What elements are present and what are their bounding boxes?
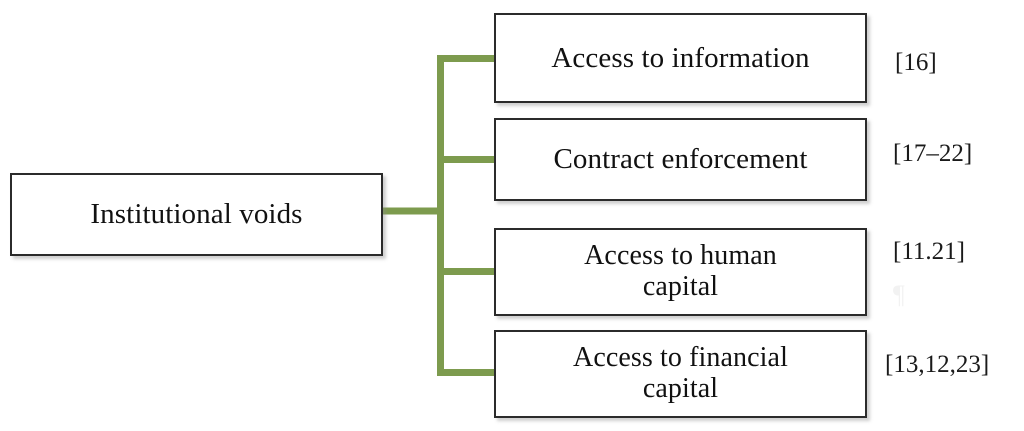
node-access-to-human-capital: Access to human capital [494, 228, 867, 316]
citation-ref-contract-enforcement: [17–22] [893, 140, 973, 167]
citation-ref-access-to-information: [16] [895, 49, 937, 76]
node-leaf-1-label: Contract enforcement [553, 143, 808, 176]
node-leaf-2-label: Access to human capital [584, 240, 777, 302]
node-access-to-information: Access to information [494, 13, 867, 103]
node-institutional-voids: Institutional voids [10, 173, 383, 256]
node-leaf-0-label: Access to information [551, 41, 810, 74]
node-contract-enforcement: Contract enforcement [494, 118, 867, 201]
citation-ref-access-to-human-capital: [11.21] [893, 238, 965, 265]
pilcrow-icon: ¶ [893, 280, 905, 309]
node-leaf-3-label: Access to financial capital [573, 342, 788, 404]
node-access-to-financial-capital: Access to financial capital [494, 330, 867, 418]
node-root-label: Institutional voids [90, 198, 303, 231]
citation-ref-access-to-financial-capital: [13,12,23] [885, 351, 990, 378]
